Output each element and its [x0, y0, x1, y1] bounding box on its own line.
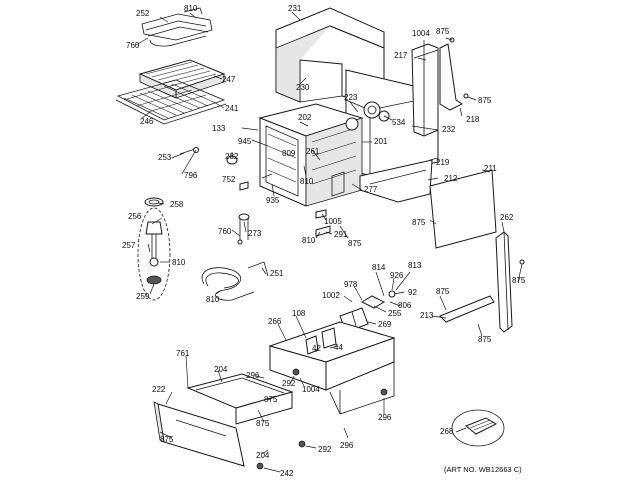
callout-282: 282 [225, 152, 239, 161]
callout-204: 204 [256, 451, 270, 460]
callout-223: 223 [344, 93, 358, 102]
callout-796: 796 [184, 171, 198, 180]
callout-814: 814 [372, 263, 386, 272]
broil-element [141, 7, 213, 47]
oven-rack [115, 79, 227, 125]
callout-268: 268 [440, 427, 454, 436]
callout-242: 242 [280, 469, 294, 478]
warming-drawer [153, 373, 306, 470]
broil-pan [138, 59, 226, 99]
callout-810: 810 [206, 295, 220, 304]
callout-202: 202 [298, 113, 312, 122]
callout-296: 296 [378, 413, 392, 422]
callout-261: 261 [306, 147, 320, 156]
art-number: (ART NO. WB12663 C) [444, 465, 522, 474]
callout-292: 292 [318, 445, 332, 454]
callout-252: 252 [136, 9, 150, 18]
callout-92: 92 [408, 288, 417, 297]
callout-246: 246 [140, 117, 154, 126]
bake-element [201, 261, 269, 301]
callout-241: 241 [225, 104, 239, 113]
callout-810: 810 [184, 4, 198, 13]
side-channel [411, 43, 463, 137]
callout-273: 273 [248, 229, 262, 238]
callout-935: 935 [266, 196, 280, 205]
callout-labels: 252 810 760 247 246 241 231 230 1004 875… [122, 4, 526, 478]
callout-813: 813 [408, 261, 422, 270]
callout-108: 108 [292, 309, 306, 318]
callout-978: 978 [344, 280, 358, 289]
callout-42: 42 [312, 344, 321, 353]
callout-255: 255 [388, 309, 402, 318]
callout-231: 231 [288, 4, 302, 13]
callout-296: 296 [340, 441, 354, 450]
callout-875: 875 [478, 335, 492, 344]
callout-258: 258 [170, 200, 184, 209]
callout-291: 291 [334, 230, 348, 239]
callout-875: 875 [436, 27, 450, 36]
rear-cover [429, 169, 497, 249]
callout-875: 875 [264, 395, 278, 404]
callout-752: 752 [222, 175, 236, 184]
callout-875: 875 [478, 96, 492, 105]
callout-1005: 1005 [324, 217, 342, 226]
callout-1004: 1004 [302, 385, 320, 394]
small-parts [144, 37, 525, 265]
callout-875: 875 [160, 435, 174, 444]
side-trim [495, 231, 513, 333]
bottom-panel [359, 159, 433, 203]
callout-534: 534 [392, 118, 406, 127]
callout-257: 257 [122, 241, 136, 250]
callout-1002: 1002 [322, 291, 340, 300]
callout-875: 875 [412, 218, 426, 227]
oven-liner [258, 103, 364, 207]
callout-760: 760 [126, 41, 140, 50]
callout-945: 945 [238, 137, 252, 146]
callout-277: 277 [364, 185, 378, 194]
callout-266: 266 [268, 317, 282, 326]
callout-292: 292 [282, 379, 296, 388]
callout-875: 875 [348, 239, 362, 248]
callout-218: 218 [466, 115, 480, 124]
detail-268 [451, 409, 505, 447]
callout-44: 44 [334, 343, 343, 352]
callout-201: 201 [374, 137, 388, 146]
callout-810: 810 [300, 177, 314, 186]
callout-211: 211 [484, 164, 497, 173]
callout-760: 760 [218, 227, 232, 236]
callout-217: 217 [394, 51, 408, 60]
callout-251: 251 [270, 269, 284, 278]
callout-212: 212 [444, 174, 458, 183]
callout-219: 219 [436, 158, 450, 167]
callout-810: 810 [302, 236, 316, 245]
callout-269: 269 [378, 320, 392, 329]
callout-232: 232 [442, 125, 456, 134]
callout-204: 204 [214, 365, 228, 374]
callout-809: 809 [282, 149, 296, 158]
callout-259: 259 [136, 292, 150, 301]
callout-761: 761 [176, 349, 190, 358]
callout-262: 262 [500, 213, 514, 222]
callout-133: 133 [212, 124, 226, 133]
callout-875: 875 [256, 419, 270, 428]
callout-253: 253 [158, 153, 172, 162]
callout-256: 256 [128, 212, 142, 221]
leader-lines [135, 11, 523, 473]
callout-222: 222 [152, 385, 166, 394]
callout-1004: 1004 [412, 29, 430, 38]
callout-875: 875 [436, 287, 450, 296]
callout-247: 247 [222, 75, 236, 84]
callout-806: 806 [398, 301, 412, 310]
callout-296: 296 [246, 371, 260, 380]
callout-875: 875 [512, 276, 526, 285]
drawer-frame [268, 321, 396, 415]
rail [439, 295, 495, 323]
igniter-assembly [137, 207, 171, 301]
callout-926: 926 [390, 271, 404, 280]
callout-810: 810 [172, 258, 186, 267]
callout-230: 230 [296, 83, 310, 92]
callout-213: 213 [420, 311, 434, 320]
